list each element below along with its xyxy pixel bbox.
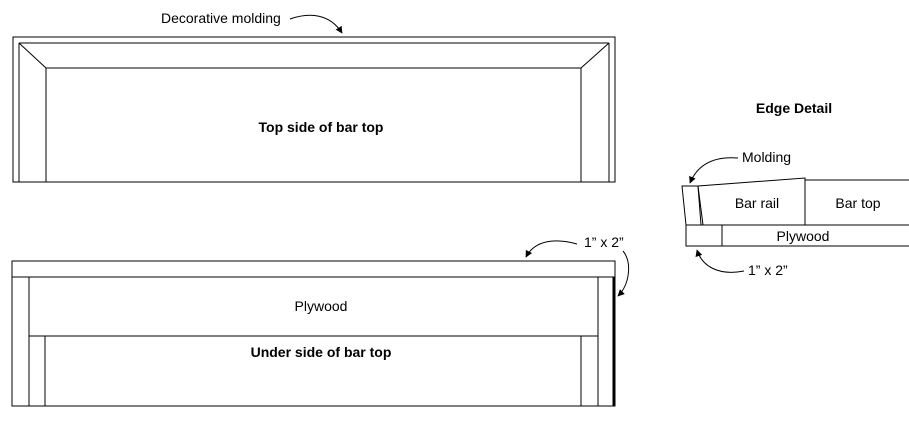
bar-rail-label: Bar rail xyxy=(735,195,779,211)
top-side-view: Top side of bar top xyxy=(12,36,616,183)
one-by-two-under-arrow-side xyxy=(617,250,630,297)
edge-detail: Edge Detail Bar rail Bar top Plywood Mol… xyxy=(681,100,909,278)
plywood-panel xyxy=(28,276,599,337)
one-by-two-edge-block xyxy=(685,224,723,247)
under-side-view: Plywood Under side of bar top xyxy=(11,260,616,407)
bar-top-label: Bar top xyxy=(835,195,880,211)
edge-detail-title: Edge Detail xyxy=(756,100,832,116)
plywood-label: Plywood xyxy=(295,298,348,314)
one-by-two-under-label: 1” x 2” xyxy=(584,234,624,250)
molding-label: Molding xyxy=(742,149,791,165)
miter-left xyxy=(18,42,47,69)
decorative-molding-callout: Decorative molding xyxy=(161,10,343,34)
molding-shape xyxy=(681,185,702,226)
top-side-label: Top side of bar top xyxy=(259,119,384,135)
miter-right xyxy=(580,42,610,69)
molding-arrow xyxy=(689,157,739,184)
one-by-two-edge-arrow xyxy=(695,249,745,273)
top-inner-panel xyxy=(45,67,582,183)
plywood-edge-label: Plywood xyxy=(777,228,830,244)
under-side-label: Under side of bar top xyxy=(251,344,392,360)
one-by-two-under-callout: 1” x 2” xyxy=(525,234,630,297)
one-by-two-under-arrow-top xyxy=(525,240,578,258)
decorative-molding-arrow xyxy=(289,14,343,34)
one-by-two-edge-label: 1” x 2” xyxy=(748,262,788,278)
decorative-molding-label: Decorative molding xyxy=(161,10,281,26)
